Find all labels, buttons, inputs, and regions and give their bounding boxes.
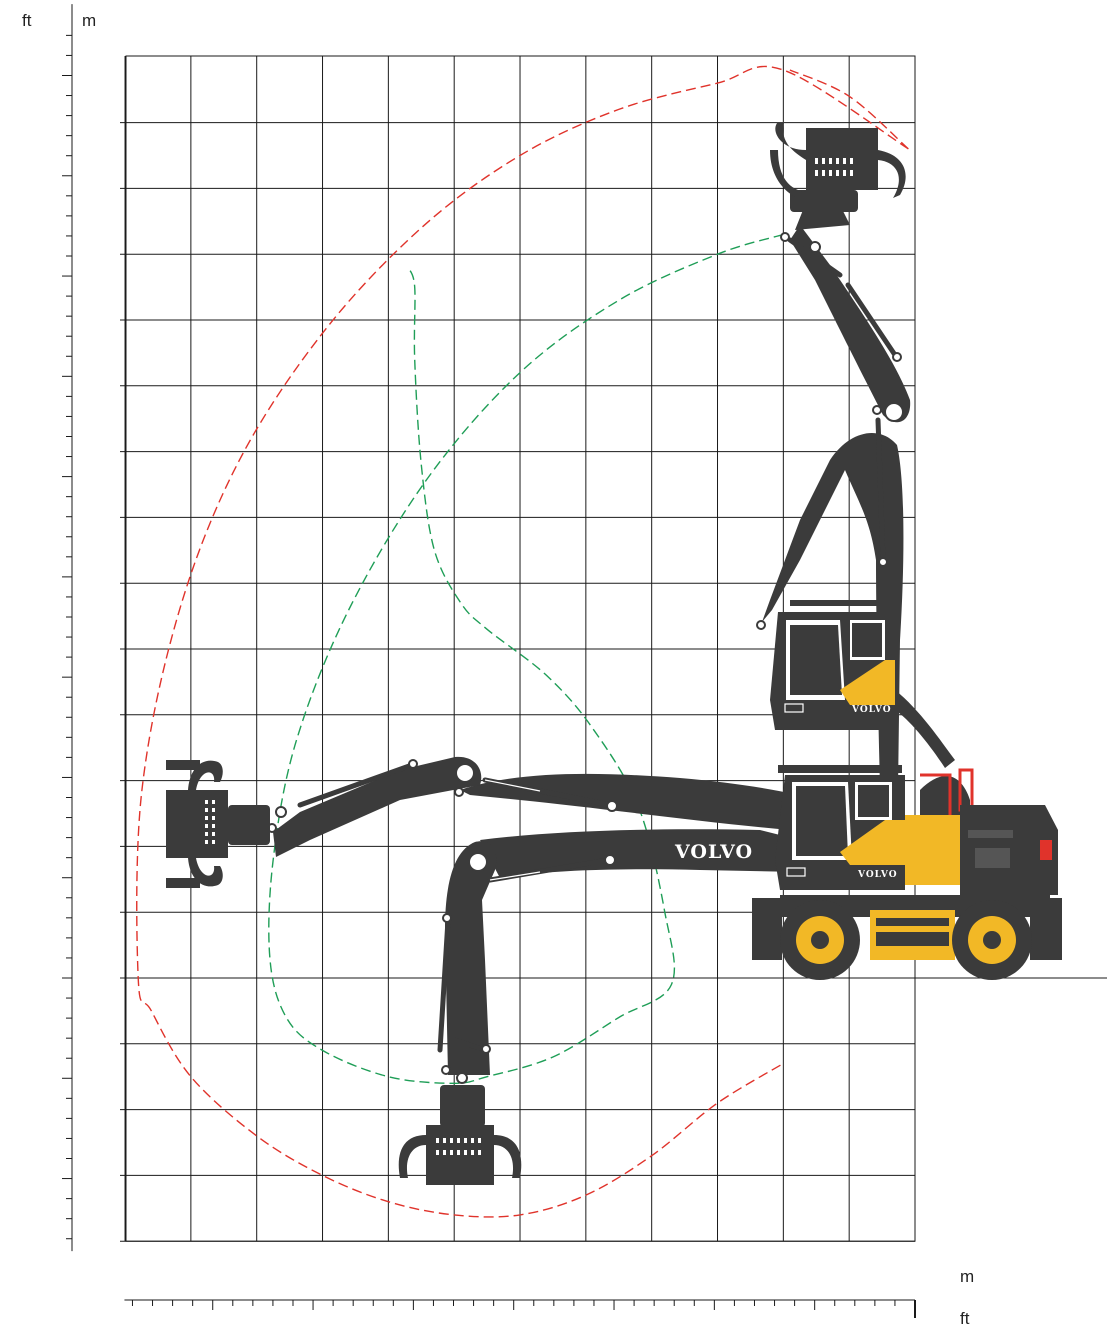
base-machine: VOLVO (752, 765, 1062, 980)
machine-illustration: VOLVO (166, 122, 1062, 1185)
grapple-left (166, 760, 270, 888)
y-axis-unit-ft: ft (22, 11, 32, 30)
boom-pose-lowered (398, 829, 800, 1185)
grapple-top (770, 122, 906, 230)
cab-raised: VOLVO (770, 600, 955, 768)
x-axis-unit-ft: ft (960, 1309, 970, 1328)
y-axis-ft-scale (62, 4, 73, 1252)
inner-reach-envelope (268, 233, 784, 1085)
x-axis-ft-scale (124, 1299, 916, 1318)
boom-pose-horizontal (166, 756, 850, 888)
grid (120, 55, 1107, 1242)
y-axis-unit-m: m (82, 11, 96, 30)
boom-pose-vertical: VOLVO (756, 122, 955, 790)
outer-reach-envelope (136, 65, 909, 1218)
brand-label-raised-cab: VOLVO (851, 705, 892, 715)
grapple-bottom (398, 1085, 522, 1185)
brand-label-cab: VOLVO (857, 870, 898, 880)
x-axis-unit-m: m (960, 1267, 974, 1286)
brand-label-boom: VOLVO (674, 841, 753, 863)
